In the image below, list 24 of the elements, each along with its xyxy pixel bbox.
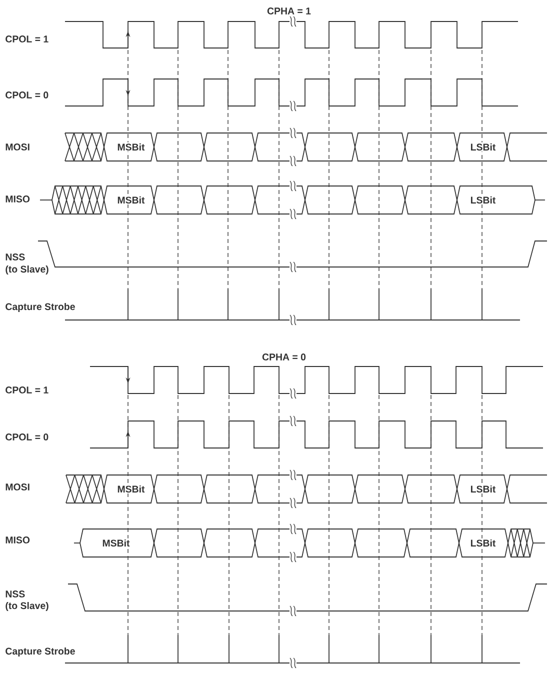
bit-label: LSBit (469, 484, 497, 494)
signal-label: (to Slave) (6, 602, 48, 612)
bit-label: LSBit (469, 195, 497, 205)
signal-label: Capture Strobe (6, 647, 75, 657)
bit-label: LSBit (469, 142, 497, 152)
bit-label: MSBit (101, 538, 131, 548)
panel-heading: CPHA = 1 (267, 8, 311, 14)
signal-label: CPOL = 1 (6, 386, 48, 394)
signal-label: MOSI (6, 144, 30, 150)
signal-label: NSS (6, 590, 25, 598)
signal-label: Capture Strobe (6, 302, 75, 312)
bit-label: MSBit (116, 142, 146, 152)
bit-label: LSBit (469, 538, 497, 548)
panel-heading: CPHA = 0 (262, 354, 306, 360)
signal-label: CPOL = 0 (6, 434, 48, 440)
signal-label: MOSI (6, 484, 30, 490)
signal-label: MISO (6, 196, 30, 202)
signal-label: CPOL = 1 (6, 36, 48, 42)
signal-label: NSS (6, 254, 25, 260)
signal-label: MISO (6, 536, 30, 544)
bit-label: MSBit (116, 195, 146, 205)
signal-label: (to Slave) (6, 265, 48, 274)
bit-label: MSBit (116, 484, 146, 494)
signal-label: CPOL = 0 (6, 92, 48, 98)
